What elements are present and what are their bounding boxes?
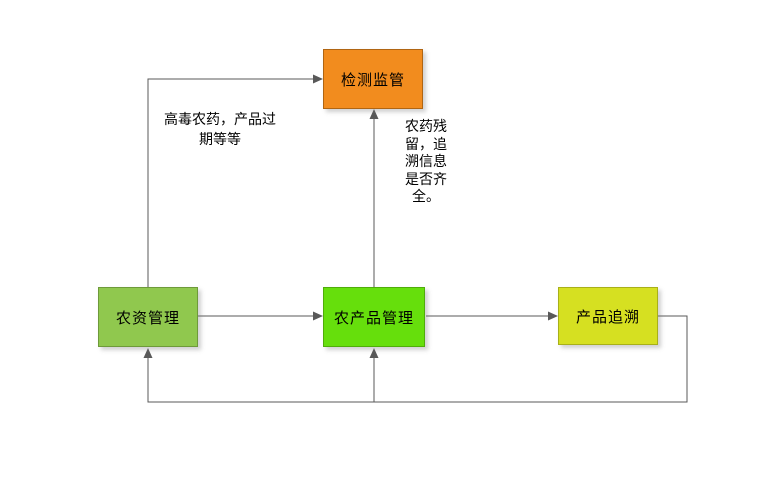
node-product-traceability-label: 产品追溯 xyxy=(575,307,640,326)
node-product-traceability[interactable]: 产品追溯 xyxy=(558,287,658,345)
annotation-pesticide-residue-line5: 全。 xyxy=(412,189,440,205)
connector-nongchanpin-to-zhuisu xyxy=(426,311,558,321)
node-agri-materials-management-label: 农资管理 xyxy=(115,308,180,327)
node-detection-supervision-label: 检测监管 xyxy=(340,70,405,89)
connector-nongzi-to-nongchanpin xyxy=(198,311,323,321)
annotation-toxic-pesticides-line1: 高毒农药，产品过 xyxy=(164,112,276,128)
connector-nongchanpin-to-jiance xyxy=(369,109,379,287)
annotation-toxic-pesticides: 高毒农药，产品过 期等等 xyxy=(160,110,280,150)
annotation-pesticide-residue-line3: 溯信息 xyxy=(405,154,447,170)
connector-zhuisu-feedback-to-nongzi xyxy=(143,315,688,403)
connector-zhuisu-feedback-to-nongchanpin xyxy=(369,348,379,402)
node-agri-materials-management[interactable]: 农资管理 xyxy=(98,287,198,347)
annotation-toxic-pesticides-line2: 期等等 xyxy=(199,132,241,148)
node-agri-products-management[interactable]: 农产品管理 xyxy=(323,287,425,347)
node-detection-supervision[interactable]: 检测监管 xyxy=(323,49,423,109)
annotation-pesticide-residue-line2: 留，追 xyxy=(405,136,447,153)
annotation-pesticide-residue-line1: 农药残 xyxy=(405,119,447,135)
annotation-pesticide-residue-line4: 是否齐 xyxy=(405,171,447,188)
node-agri-products-management-label: 农产品管理 xyxy=(333,308,414,327)
connector-nongzi-to-jiance xyxy=(147,74,323,287)
annotation-pesticide-residue: 农药残 留，追 溯信息 是否齐 全。 xyxy=(401,119,451,207)
